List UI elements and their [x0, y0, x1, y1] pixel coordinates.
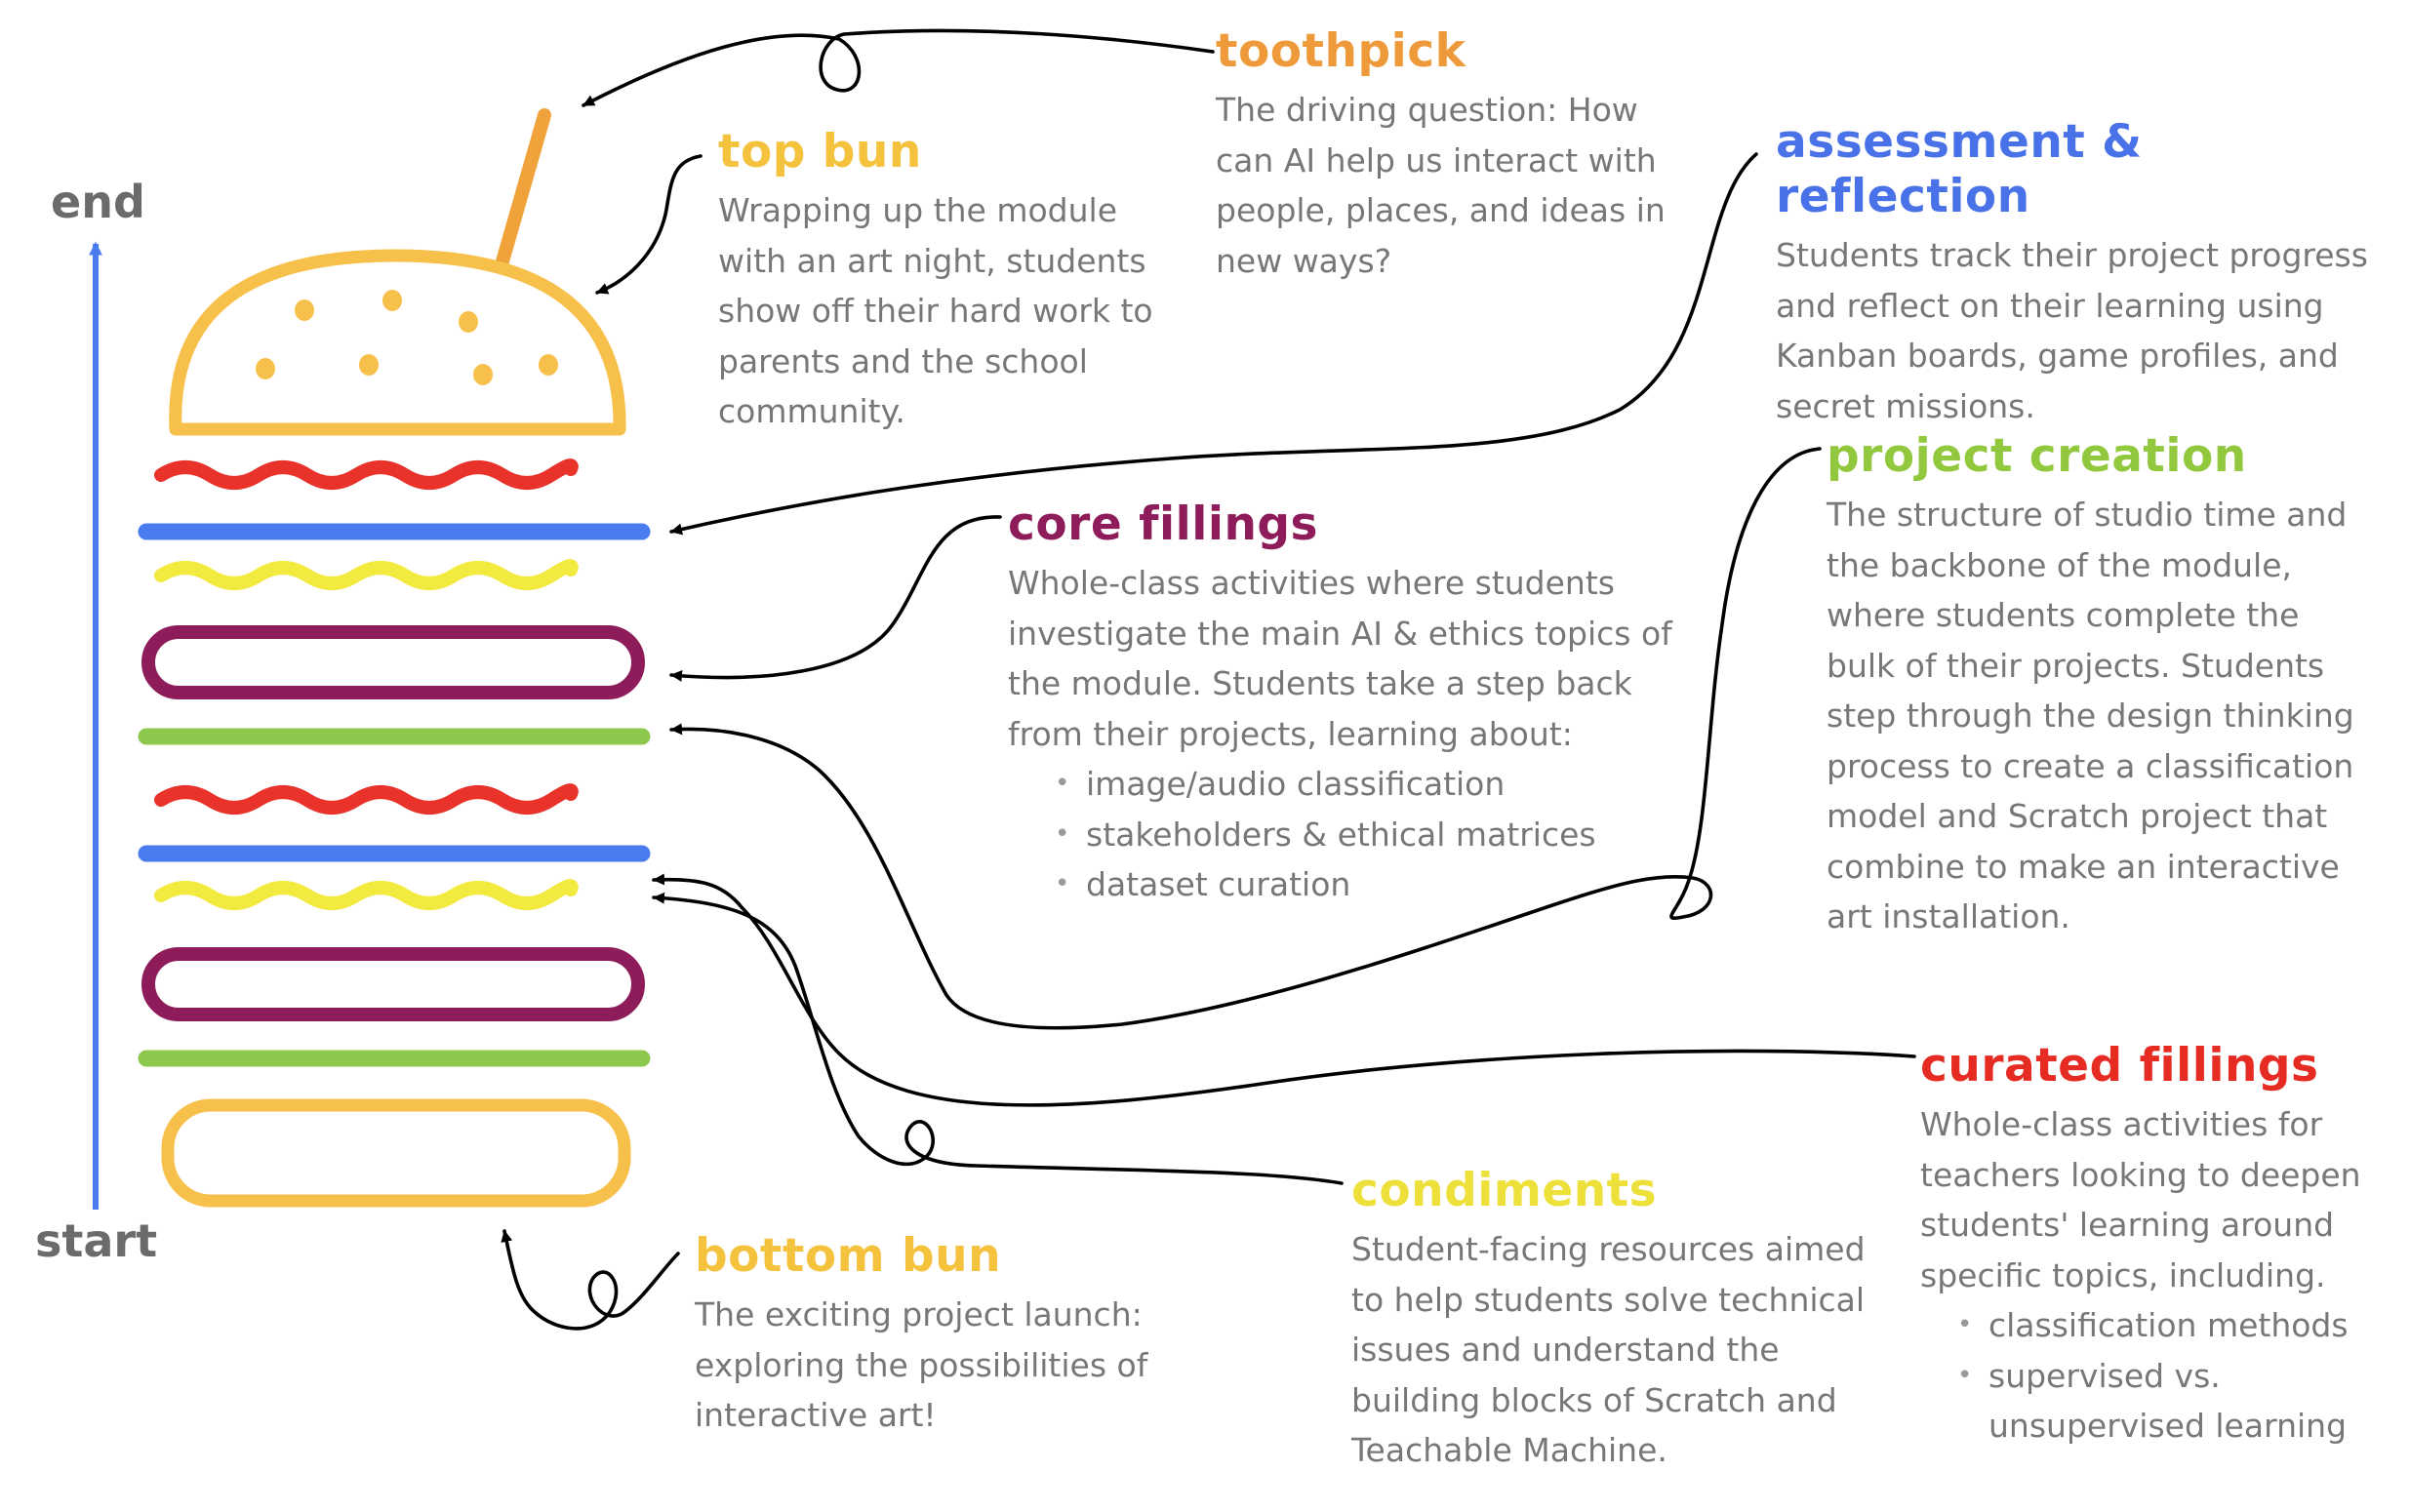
- section-text: Whole-class activities where students in…: [1008, 564, 1672, 753]
- section-text: Whole-class activities for teachers look…: [1920, 1105, 2361, 1294]
- section-title: bottom bun: [695, 1229, 1002, 1283]
- top-bun-icon: [169, 249, 626, 436]
- patty-icon: [141, 625, 645, 699]
- bottom-bun-section: bottom bun The exciting project launch: …: [695, 1229, 1183, 1441]
- section-text: The driving question: How can AI help us…: [1216, 91, 1666, 280]
- patty-icon: [141, 947, 645, 1021]
- mustard-wave-icon: [154, 879, 579, 910]
- curated-fillings-connector-arrow: [652, 873, 1916, 1107]
- section-title: curated fillings: [1920, 1039, 2319, 1093]
- top-bun-connector-arrow: [595, 154, 703, 295]
- toothpick-icon: [496, 108, 551, 268]
- section-title: project creation: [1827, 429, 2247, 483]
- toothpick-connector-arrow: [582, 28, 1215, 107]
- ketchup-wave-icon: [154, 783, 579, 815]
- topic-list: image/audio classification stakeholders …: [1008, 759, 1681, 910]
- condiments-connector-arrow: [652, 892, 1344, 1185]
- ketchup-wave-icon: [154, 458, 579, 490]
- list-item: image/audio classification: [1055, 759, 1681, 810]
- condiments-section: condiments Student-facing resources aime…: [1351, 1164, 1898, 1476]
- mustard-wave-icon: [154, 559, 579, 590]
- section-text: Wrapping up the module with an art night…: [718, 191, 1153, 430]
- section-title: assessment & reflection: [1776, 115, 2143, 223]
- core-fillings-connector-arrow: [669, 515, 1002, 682]
- section-title: condiments: [1351, 1164, 1658, 1217]
- bottom-bun-icon: [161, 1098, 631, 1208]
- project-creation-section: project creation The structure of studio…: [1827, 429, 2373, 942]
- top-bun-section: top bun Wrapping up the module with an a…: [718, 125, 1177, 437]
- axis-end-label: end: [51, 176, 145, 228]
- topic-list: classification methods supervised vs. un…: [1920, 1300, 2408, 1452]
- core-fillings-section: core fillings Whole-class activities whe…: [1008, 497, 1681, 910]
- toothpick-section: toothpick The driving question: How can …: [1216, 24, 1704, 286]
- list-item: supervised vs. unsupervised learning: [1957, 1351, 2408, 1452]
- section-text: The structure of studio time and the bac…: [1827, 496, 2354, 935]
- section-text: Student-facing resources aimed to help s…: [1351, 1230, 1866, 1469]
- section-text: Students track their project progress an…: [1776, 236, 2368, 425]
- list-item: stakeholders & ethical matrices: [1055, 810, 1681, 860]
- bottom-bun-connector-arrow: [501, 1229, 680, 1331]
- section-title: toothpick: [1216, 24, 1466, 78]
- axis-start-label: start: [35, 1214, 158, 1267]
- assessment-connector-arrow: [669, 152, 1758, 536]
- list-item: dataset curation: [1055, 859, 1681, 910]
- section-title: core fillings: [1008, 497, 1319, 551]
- curated-fillings-section: curated fillings Whole-class activities …: [1920, 1039, 2408, 1452]
- section-title: top bun: [718, 125, 922, 179]
- section-text: The exciting project launch: exploring t…: [695, 1295, 1148, 1434]
- list-item: classification methods: [1957, 1300, 2408, 1351]
- assessment-section: assessment & reflection Students track t…: [1776, 115, 2400, 431]
